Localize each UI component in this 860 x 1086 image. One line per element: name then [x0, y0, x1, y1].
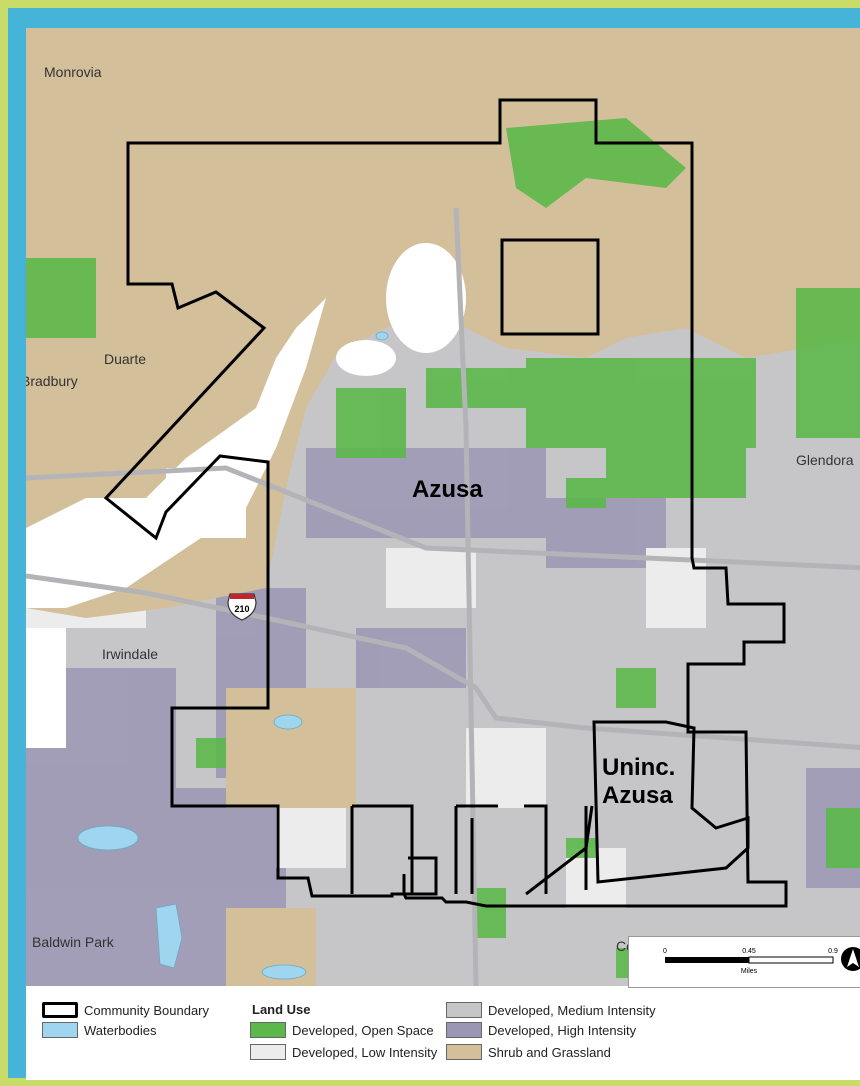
water-swatch — [42, 1022, 78, 1038]
label-azusa: Azusa — [412, 476, 483, 503]
label-uninc-azusa: Uninc. Azusa — [602, 754, 675, 810]
scale-bar-graphic: 0 0.45 0.9 Miles — [663, 947, 860, 975]
road-azusa-ave — [453, 207, 479, 986]
legend-boundary-label: Community Boundary — [84, 1002, 209, 1018]
road-i210 — [26, 573, 860, 750]
north-arrow-icon — [841, 947, 860, 971]
map-panel: 210 Monrovia Duarte Bradbury Glendora Ir… — [26, 28, 860, 1080]
scale-tick-045: 0.45 — [742, 948, 756, 955]
high-swatch — [446, 1022, 482, 1038]
uninc-line-1: Uninc. — [602, 754, 676, 781]
legend-open-space: Developed, Open Space — [250, 1022, 434, 1038]
water-santa-fe-north — [77, 825, 139, 851]
scale-unit: Miles — [741, 968, 758, 975]
label-glendora: Glendora — [796, 452, 854, 468]
shrub-swatch — [446, 1044, 482, 1060]
low-swatch — [250, 1044, 286, 1060]
water-reservoir — [375, 331, 389, 341]
uninc-line-2: Azusa — [602, 782, 673, 809]
legend-shrub-label: Shrub and Grassland — [488, 1044, 611, 1060]
azusa-boundary-south — [350, 804, 594, 896]
legend-high: Developed, High Intensity — [446, 1022, 636, 1038]
road-alosta — [26, 465, 860, 571]
land-use-map[interactable]: 210 — [26, 28, 860, 986]
medium-swatch — [446, 1002, 482, 1018]
label-monrovia: Monrovia — [44, 64, 102, 80]
legend-low: Developed, Low Intensity — [250, 1044, 437, 1060]
legend-water: Waterbodies — [42, 1022, 157, 1038]
barren-areas — [26, 243, 466, 748]
azusa-exclusion — [500, 238, 600, 336]
legend-shrub: Shrub and Grassland — [446, 1044, 611, 1060]
label-duarte: Duarte — [104, 351, 147, 367]
shield-number: 210 — [234, 604, 249, 614]
water-quarry-pond — [273, 714, 303, 730]
uninc-azusa-boundary — [592, 720, 750, 884]
label-bradbury: Bradbury — [26, 373, 78, 389]
roads — [26, 207, 860, 986]
legend-land-use-title: Land Use — [252, 1002, 311, 1017]
scale-tick-09: 0.9 — [828, 948, 838, 955]
legend-water-label: Waterbodies — [84, 1022, 157, 1038]
azusa-boundary — [103, 98, 788, 908]
open-space-areas — [26, 118, 860, 978]
legend-high-label: Developed, High Intensity — [488, 1022, 637, 1038]
legend-boundary: Community Boundary — [42, 1002, 209, 1018]
high-intensity-areas — [26, 448, 860, 986]
legend-open-space-label: Developed, Open Space — [292, 1022, 434, 1038]
waterbodies — [77, 331, 389, 980]
label-irwindale: Irwindale — [102, 646, 159, 662]
boundary-swatch — [42, 1002, 78, 1018]
legend-low-label: Developed, Low Intensity — [292, 1044, 438, 1060]
water-south-pond — [261, 964, 307, 980]
legend-medium-label: Developed, Medium Intensity — [488, 1002, 656, 1018]
water-santa-fe-basin — [155, 903, 183, 969]
frame-border: 210 Monrovia Duarte Bradbury Glendora Ir… — [8, 8, 860, 1080]
shrub-quarry — [226, 688, 356, 808]
legend: Community Boundary Waterbodies Land Use … — [26, 988, 860, 1080]
scale-bar: 0 0.45 0.9 Miles — [628, 936, 860, 988]
legend-medium: Developed, Medium Intensity — [446, 1002, 656, 1018]
open-space-swatch — [250, 1022, 286, 1038]
label-baldwin-park: Baldwin Park — [32, 934, 114, 950]
scale-tick-0: 0 — [663, 948, 667, 955]
i210-shield: 210 — [227, 593, 257, 621]
